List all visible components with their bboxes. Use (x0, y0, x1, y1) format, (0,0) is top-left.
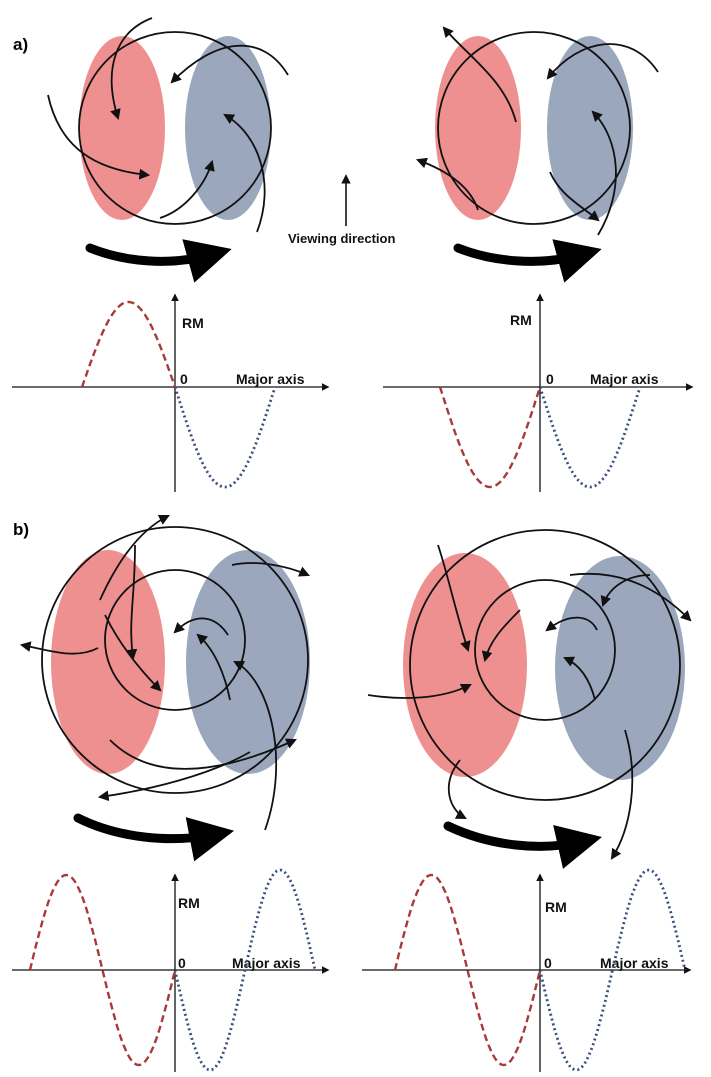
field-line-arrow (19, 641, 99, 655)
field-line-arrow (546, 43, 659, 80)
rm-curve-red (80, 300, 177, 388)
rm-curve-blue (173, 386, 277, 489)
rotation-arrow (453, 239, 602, 283)
inner-field-loop (474, 579, 616, 721)
field-line-arrow (591, 110, 617, 236)
y-axis-label: RM (182, 315, 204, 331)
panel-a-label: a) (13, 35, 28, 54)
red-lobe (435, 36, 521, 220)
field-line-arrow (109, 738, 297, 770)
panel-b-label: b) (13, 520, 29, 539)
x-axis-label: Major axis (600, 955, 669, 971)
panel-a-right-rm-plot: RM 0 Major axis (383, 293, 694, 492)
field-line-arrow (173, 617, 229, 636)
field-line-arrow (367, 684, 472, 699)
inner-field-loop (104, 569, 246, 711)
panel-a-left-diagram (47, 17, 289, 283)
rm-curve-blue (538, 386, 642, 489)
rm-curve-red (438, 386, 542, 489)
panel-b-left-rm-plot: RM 0 Major axis (12, 868, 330, 1072)
field-line-arrow (223, 113, 266, 233)
blue-lobe (547, 36, 633, 220)
blue-lobe (185, 36, 271, 220)
y-axis-label: RM (510, 312, 532, 328)
panel-a-right-diagram (415, 26, 659, 283)
field-line-arrow (104, 614, 162, 692)
field-line-arrow (99, 515, 170, 601)
origin-label: 0 (180, 371, 188, 387)
field-line-arrow (233, 661, 278, 831)
viewing-direction-label: Viewing direction (288, 231, 395, 246)
x-axis-label: Major axis (590, 371, 659, 387)
field-loop (437, 31, 631, 225)
field-line-arrow (442, 26, 517, 123)
red-lobe (403, 553, 527, 777)
rm-curve-blue (538, 868, 687, 1072)
rm-curve-blue (173, 868, 317, 1072)
panel-a-left-rm-plot: RM 0 Major axis (12, 293, 330, 492)
field-line-arrow (569, 572, 692, 622)
field-line-arrow (159, 159, 215, 219)
x-axis-label: Major axis (232, 955, 301, 971)
field-line-arrow (437, 544, 471, 653)
blue-lobe (186, 550, 310, 774)
rm-curve-red (28, 873, 177, 1067)
field-line-arrow (47, 94, 151, 180)
origin-label: 0 (178, 955, 186, 971)
field-line-arrow (415, 157, 479, 211)
outer-field-loop (41, 526, 309, 794)
field-line-arrow (600, 574, 651, 608)
field-line-arrow (563, 656, 596, 701)
origin-label: 0 (544, 955, 552, 971)
field-line-arrow (549, 171, 600, 222)
origin-label: 0 (546, 371, 554, 387)
y-axis-label: RM (545, 899, 567, 915)
field-line-arrow (170, 44, 289, 84)
panel-b-right-rm-plot: RM 0 Major axis (362, 868, 692, 1072)
panel-b-right-diagram (367, 529, 692, 869)
y-axis-label: RM (178, 895, 200, 911)
field-line-arrow (110, 17, 153, 121)
field-line-arrow (610, 729, 634, 860)
panel-b-left-diagram (19, 515, 310, 862)
field-line-arrow (545, 616, 598, 632)
field-line-arrow (196, 633, 231, 701)
field-line-arrow (231, 562, 310, 577)
field-line-arrow (126, 544, 138, 661)
field-line-arrow (97, 751, 251, 802)
field-line-arrow (481, 609, 521, 663)
x-axis-label: Major axis (236, 371, 305, 387)
rotation-arrow (443, 821, 602, 869)
field-loop (78, 31, 272, 225)
outer-field-loop (409, 529, 681, 801)
rotation-arrow (85, 239, 232, 283)
rm-curve-red (393, 873, 542, 1067)
field-line-arrow (448, 759, 467, 820)
rotation-arrow (73, 813, 235, 862)
blue-lobe (555, 556, 685, 780)
red-lobe (79, 36, 165, 220)
